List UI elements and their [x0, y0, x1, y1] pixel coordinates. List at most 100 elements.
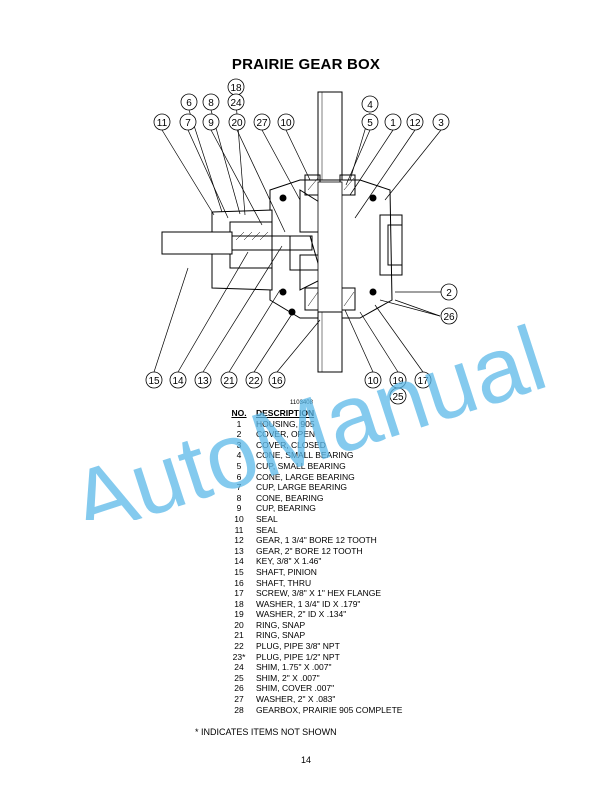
- callout-balloon: [361, 113, 379, 131]
- part-number: 6: [236, 471, 242, 482]
- callout-label: 18: [230, 83, 242, 94]
- callout-balloon: [145, 371, 163, 389]
- callout-label: 3: [438, 118, 444, 129]
- part-number: 10: [234, 513, 244, 524]
- part-number: 17: [234, 588, 244, 599]
- callout-label: 13: [197, 376, 209, 387]
- part-number: 16: [234, 577, 244, 588]
- part-number: 21: [234, 630, 244, 641]
- part-number: 4: [236, 450, 242, 461]
- callout-balloon: [440, 307, 458, 325]
- callout-label: 6: [186, 98, 192, 109]
- callout-balloon: [361, 95, 379, 113]
- callout-balloon: [277, 113, 295, 131]
- part-description: RING, SNAP: [256, 619, 306, 630]
- callout-label: 24: [230, 98, 242, 109]
- callout-balloon: [440, 283, 458, 301]
- callout-balloons: [145, 78, 458, 405]
- callout-label: 2: [446, 288, 452, 299]
- callout-label: 26: [443, 312, 455, 323]
- callout-label: 4: [367, 100, 373, 111]
- callout-label: 9: [208, 118, 214, 129]
- part-description: CONE, BEARING: [256, 492, 324, 503]
- part-number: 23*: [232, 651, 246, 662]
- callout-balloon: [180, 93, 198, 111]
- part-description: CONE, SMALL BEARING: [256, 450, 354, 461]
- callout-balloon: [153, 113, 171, 131]
- part-description: WASHER, 2" X .083": [256, 694, 336, 705]
- callout-label: 25: [392, 392, 404, 403]
- callout-balloon: [406, 113, 424, 131]
- callout-label: 21: [223, 376, 235, 387]
- callout-label: 17: [417, 376, 429, 387]
- callout-balloon: [364, 371, 382, 389]
- part-description: PLUG, PIPE 1/2" NPT: [256, 651, 340, 662]
- part-number: 25: [234, 672, 244, 683]
- part-number: 9: [236, 503, 242, 514]
- callout-label: 27: [256, 118, 268, 129]
- part-description: HOUSING, 905: [256, 418, 315, 429]
- part-description: GEAR, 1 3/4" BORE 12 TOOTH: [256, 535, 377, 546]
- part-description: COVER, CLOSED: [256, 439, 326, 450]
- part-number: 13: [234, 545, 244, 556]
- part-description: SEAL: [256, 513, 278, 524]
- part-description: GEAR, 2" BORE 12 TOOTH: [256, 545, 363, 556]
- parts-list-row: 21 RING, SNAP: [222, 630, 402, 641]
- part-description: PLUG, PIPE 3/8" NPT: [256, 641, 340, 652]
- part-description: CONE, LARGE BEARING: [256, 471, 355, 482]
- part-number: 1: [236, 418, 242, 429]
- callout-label: 8: [208, 98, 214, 109]
- callout-label: 19: [392, 376, 404, 387]
- part-number: 28: [234, 704, 244, 715]
- callout-balloon: [389, 387, 407, 405]
- callout-balloon: [227, 93, 245, 111]
- callout-balloon: [253, 113, 271, 131]
- callout-label: 10: [367, 376, 379, 387]
- callout-balloon: [194, 371, 212, 389]
- parts-list-header: NO. DESCRIPTION: [222, 408, 402, 419]
- header-description: DESCRIPTION: [256, 408, 315, 418]
- callout-label: 7: [185, 118, 191, 129]
- part-description: RING, SNAP: [256, 630, 306, 641]
- part-number: 20: [234, 619, 244, 630]
- parts-list-row: 9 CUP, BEARING: [222, 503, 402, 514]
- parts-list-row: 22 PLUG, PIPE 3/8" NPT: [222, 641, 402, 652]
- part-number: 27: [234, 694, 244, 705]
- callout-label: 10: [280, 118, 292, 129]
- callout-label: 11: [157, 118, 168, 129]
- part-description: SHAFT, THRU: [256, 577, 312, 588]
- part-number: 22: [234, 641, 244, 652]
- callout-label: 16: [271, 376, 283, 387]
- callout-label: 12: [409, 118, 421, 129]
- callout-balloon: [268, 371, 286, 389]
- callout-balloon: [220, 371, 238, 389]
- parts-list-row: 27 WASHER, 2" X .083": [222, 694, 402, 705]
- gearbox-exploded-diagram: 18 6 8 24 4 11 7 9 20 27 10 5 1 12 3 2 2…: [145, 78, 458, 405]
- callout-label: 22: [248, 376, 260, 387]
- parts-list-row: 23* PLUG, PIPE 1/2" NPT: [222, 652, 402, 663]
- callout-label: 20: [231, 118, 243, 129]
- parts-list-row: 6 CONE, LARGE BEARING: [222, 472, 402, 483]
- footnote: * INDICATES ITEMS NOT SHOWN: [195, 727, 337, 737]
- part-description: CUP, LARGE BEARING: [256, 482, 348, 493]
- part-number: 18: [234, 598, 244, 609]
- parts-list-row: 25 SHIM, 2" X .007": [222, 673, 402, 684]
- callout-balloon: [432, 113, 450, 131]
- part-number: 5: [236, 460, 242, 471]
- callout-balloon: [202, 113, 220, 131]
- callout-label: 5: [367, 118, 373, 129]
- callout-label: 15: [148, 376, 160, 387]
- parts-list-row: 10 SEAL: [222, 514, 402, 525]
- part-description: SHIM, 2" X .007": [256, 672, 320, 683]
- part-number: 15: [234, 566, 244, 577]
- part-description: CUP, BEARING: [256, 503, 316, 514]
